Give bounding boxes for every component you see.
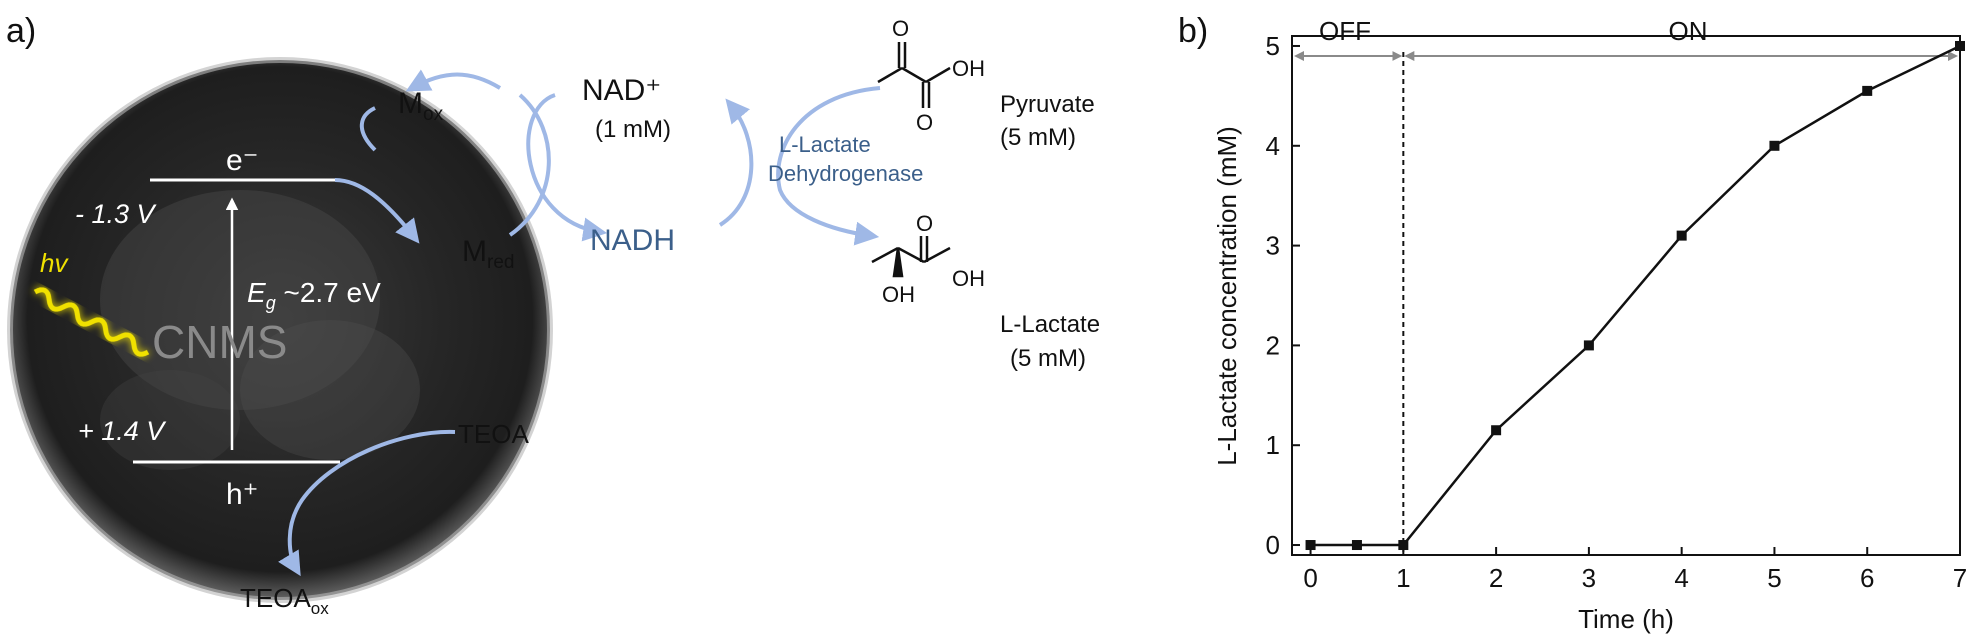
- nad-label: NAD⁺: [582, 74, 661, 107]
- on-phase-label: ON: [1669, 16, 1708, 46]
- plot-frame: [1291, 35, 1961, 556]
- pyruvate-concentration: (5 mM): [1000, 124, 1076, 151]
- series-line: [1310, 44, 1961, 547]
- data-point: [1351, 540, 1362, 551]
- x-tick-label: 2: [1489, 563, 1503, 593]
- y-tick-label: 1: [1266, 430, 1280, 460]
- nad-reduction-arc: [526, 93, 608, 242]
- data-point: [1305, 540, 1316, 551]
- m-ox-label: Mox: [398, 87, 444, 125]
- chart-marks: [1294, 40, 1965, 555]
- teoa-ox-label: TEOAox: [240, 583, 329, 618]
- lactate-concentration: (5 mM): [1010, 345, 1086, 372]
- x-tick-label: 7: [1953, 563, 1967, 593]
- panel-b-label: b): [1178, 12, 1208, 50]
- x-tick-label: 4: [1674, 563, 1688, 593]
- axis-ticks: 0 1 2 3 4 5 6 7 0 1 2 3 4 5: [1266, 31, 1968, 593]
- lactate-label: L-Lactate: [1000, 311, 1100, 338]
- pyruvate-label: Pyruvate: [1000, 91, 1095, 118]
- pyruvate-structure: [877, 42, 951, 108]
- lactate-chart: 0 1 2 3 4 5 6 7 0 1 2 3 4 5 Time (h) L-Lactate concen…: [1212, 16, 1967, 634]
- mred-oxidation-arc: [508, 93, 551, 237]
- lactate-atom-oh-alcohol: OH: [882, 282, 915, 307]
- panel-a-label: a): [6, 12, 36, 50]
- data-point: [1862, 85, 1873, 96]
- y-axis-label: L-Lactate concentration (mM): [1212, 126, 1242, 466]
- data-point: [1398, 540, 1409, 551]
- enzyme-label-line2: Dehydrogenase: [768, 161, 923, 186]
- mox-feed-arrow: [359, 106, 377, 152]
- y-tick-label: 3: [1266, 231, 1280, 261]
- electron-to-mred-arrow: [334, 178, 420, 244]
- lactate-atom-o: O: [916, 211, 933, 236]
- off-phase-label: OFF: [1319, 16, 1371, 46]
- y-tick-label: 2: [1266, 330, 1280, 360]
- x-tick-label: 5: [1767, 563, 1781, 593]
- vb-potential-label: + 1.4 V: [78, 416, 167, 446]
- data-point: [1491, 425, 1502, 436]
- x-tick-label: 1: [1396, 563, 1410, 593]
- cnms-label: CNMS: [152, 316, 287, 368]
- to-mox-arrow: [405, 69, 502, 92]
- m-red-label: Mred: [462, 235, 514, 273]
- hole-label: h⁺: [226, 478, 259, 511]
- lactate-structure: [871, 236, 951, 278]
- pyruvate-to-lactate-arc: [776, 86, 881, 246]
- pyruvate-atom-oh: OH: [952, 56, 985, 81]
- y-tick-label: 5: [1266, 31, 1280, 61]
- nadh-label: NADH: [590, 224, 675, 257]
- bandgap-label: Eg ~2.7 eV: [247, 277, 381, 313]
- y-tick-label: 4: [1266, 131, 1280, 161]
- data-point: [1676, 230, 1687, 241]
- photon-label: hv: [40, 248, 69, 278]
- data-point: [1583, 340, 1594, 351]
- teoa-oxidation-arrow: [278, 429, 456, 577]
- photon-wave-icon: [33, 287, 150, 357]
- y-tick-label: 0: [1266, 530, 1280, 560]
- x-tick-label: 0: [1303, 563, 1317, 593]
- pyruvate-atom-o2: O: [916, 110, 933, 135]
- electron-label: e⁻: [226, 144, 259, 177]
- x-axis-label: Time (h): [1578, 604, 1674, 634]
- pyruvate-atom-o1: O: [892, 16, 909, 41]
- teoa-label: TEOA: [458, 419, 529, 449]
- x-tick-label: 3: [1582, 563, 1596, 593]
- x-tick-label: 6: [1860, 563, 1874, 593]
- nadh-oxidation-arc: [718, 98, 754, 227]
- enzyme-label-line1: L-Lactate: [779, 132, 871, 157]
- lactate-atom-oh-acid: OH: [952, 266, 985, 291]
- cnms-particle: [7, 57, 553, 603]
- data-point: [1955, 40, 1965, 51]
- cb-potential-label: - 1.3 V: [75, 199, 158, 229]
- data-point: [1769, 140, 1780, 151]
- nad-concentration: (1 mM): [595, 116, 671, 143]
